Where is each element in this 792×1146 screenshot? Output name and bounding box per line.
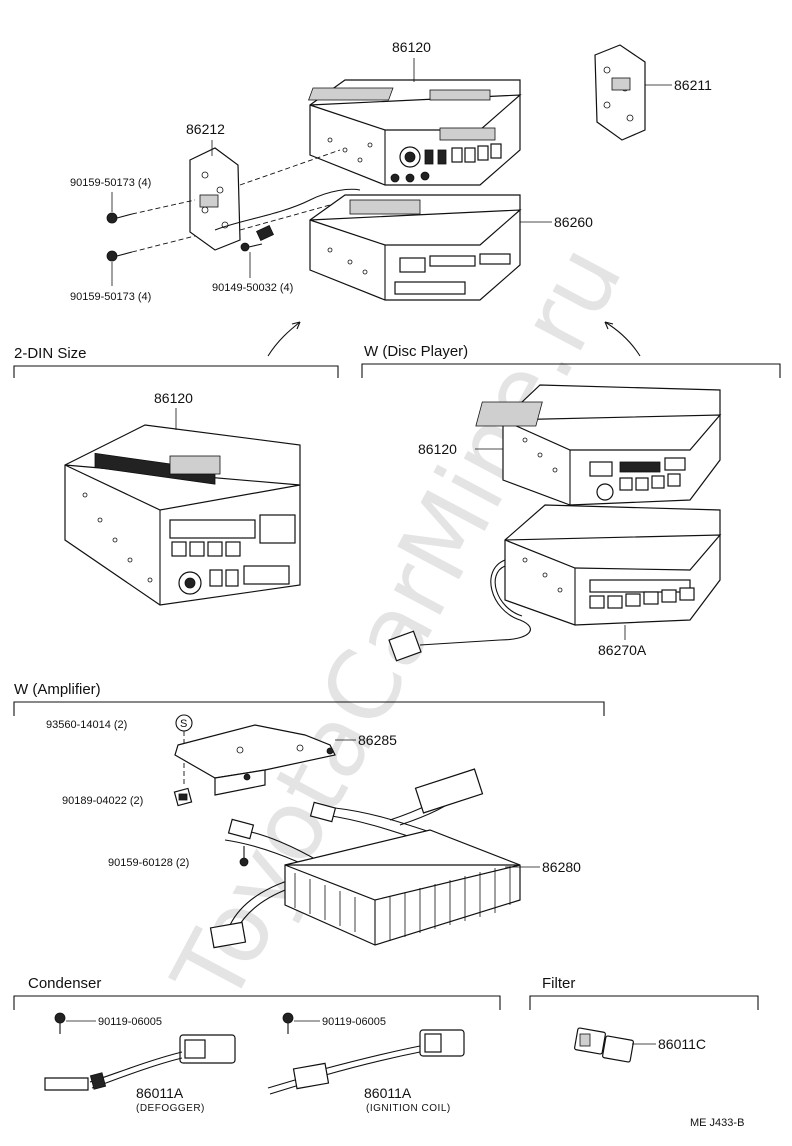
arrow-icon	[604, 321, 641, 357]
connector-icon	[209, 921, 247, 949]
section-title-condenser: Condenser	[28, 975, 101, 992]
label-90189: 90189-04022 (2)	[62, 795, 143, 807]
arrow-icon	[267, 321, 301, 357]
bolt-icon	[282, 1012, 294, 1034]
bolt-icon	[106, 212, 133, 224]
note-defogger: (DEFOGGER)	[136, 1103, 205, 1114]
bracket-86211	[594, 44, 646, 141]
screw-icon	[239, 846, 249, 867]
label-86120-2din: 86120	[154, 390, 193, 406]
bracket-86285	[174, 724, 336, 796]
radio-86120-disc	[475, 384, 722, 506]
bolt-icon	[54, 1012, 66, 1034]
label-86270A: 86270A	[598, 642, 647, 658]
label-bolt-90159-50173-a: 90159-50173 (4)	[70, 177, 151, 189]
bracket-86212	[189, 147, 241, 251]
label-bolt-90159-50173-b: 90159-50173 (4)	[70, 291, 151, 303]
section-title-amp: W (Amplifier)	[14, 681, 101, 698]
label-86011C: 86011C	[658, 1036, 706, 1052]
label-86011A-defogger: 86011A	[136, 1085, 184, 1101]
label-86260: 86260	[554, 214, 593, 230]
s-mark-icon: S	[175, 714, 193, 732]
diagram-code: ME J433-B	[690, 1117, 744, 1129]
radio-86120-2din	[64, 424, 301, 606]
label-90119-06005-b: 90119-06005	[322, 1016, 386, 1028]
label-86120-top: 86120	[392, 39, 431, 55]
cable	[419, 559, 531, 646]
screw-icon	[240, 242, 263, 252]
note-ignition-coil: (IGNITION COIL)	[366, 1103, 451, 1114]
filter-86011C	[574, 1027, 634, 1063]
plug-icon	[388, 630, 422, 662]
label-86285: 86285	[358, 732, 397, 748]
condenser-defogger	[44, 1034, 236, 1091]
label-nut-93560: 93560-14014 (2)	[46, 719, 127, 731]
svg-text:S: S	[180, 718, 187, 730]
label-86120-disc: 86120	[418, 441, 457, 457]
section-title-2din: 2-DIN Size	[14, 345, 87, 362]
label-90119-06005-a: 90119-06005	[98, 1016, 162, 1028]
label-90159-60128: 90159-60128 (2)	[108, 857, 189, 869]
section-title-disc: W (Disc Player)	[364, 343, 468, 360]
radio-86120-top	[308, 79, 522, 186]
connector-icon	[227, 818, 255, 840]
connector-icon	[414, 768, 484, 814]
label-86011A-ignition: 86011A	[364, 1085, 412, 1101]
disc-player-86270A	[504, 504, 722, 626]
label-screw-90149-50032: 90149-50032 (4)	[212, 282, 293, 294]
label-86212: 86212	[186, 121, 225, 137]
radio-86260	[309, 194, 522, 301]
label-86280: 86280	[542, 859, 581, 875]
connector-icon	[309, 801, 337, 823]
section-title-filter: Filter	[542, 975, 575, 992]
condenser-ignition-coil	[267, 1029, 465, 1095]
label-86211: 86211	[674, 77, 712, 93]
amplifier-86280	[284, 829, 521, 946]
bolt-icon	[106, 250, 133, 262]
clip-icon	[173, 787, 193, 807]
